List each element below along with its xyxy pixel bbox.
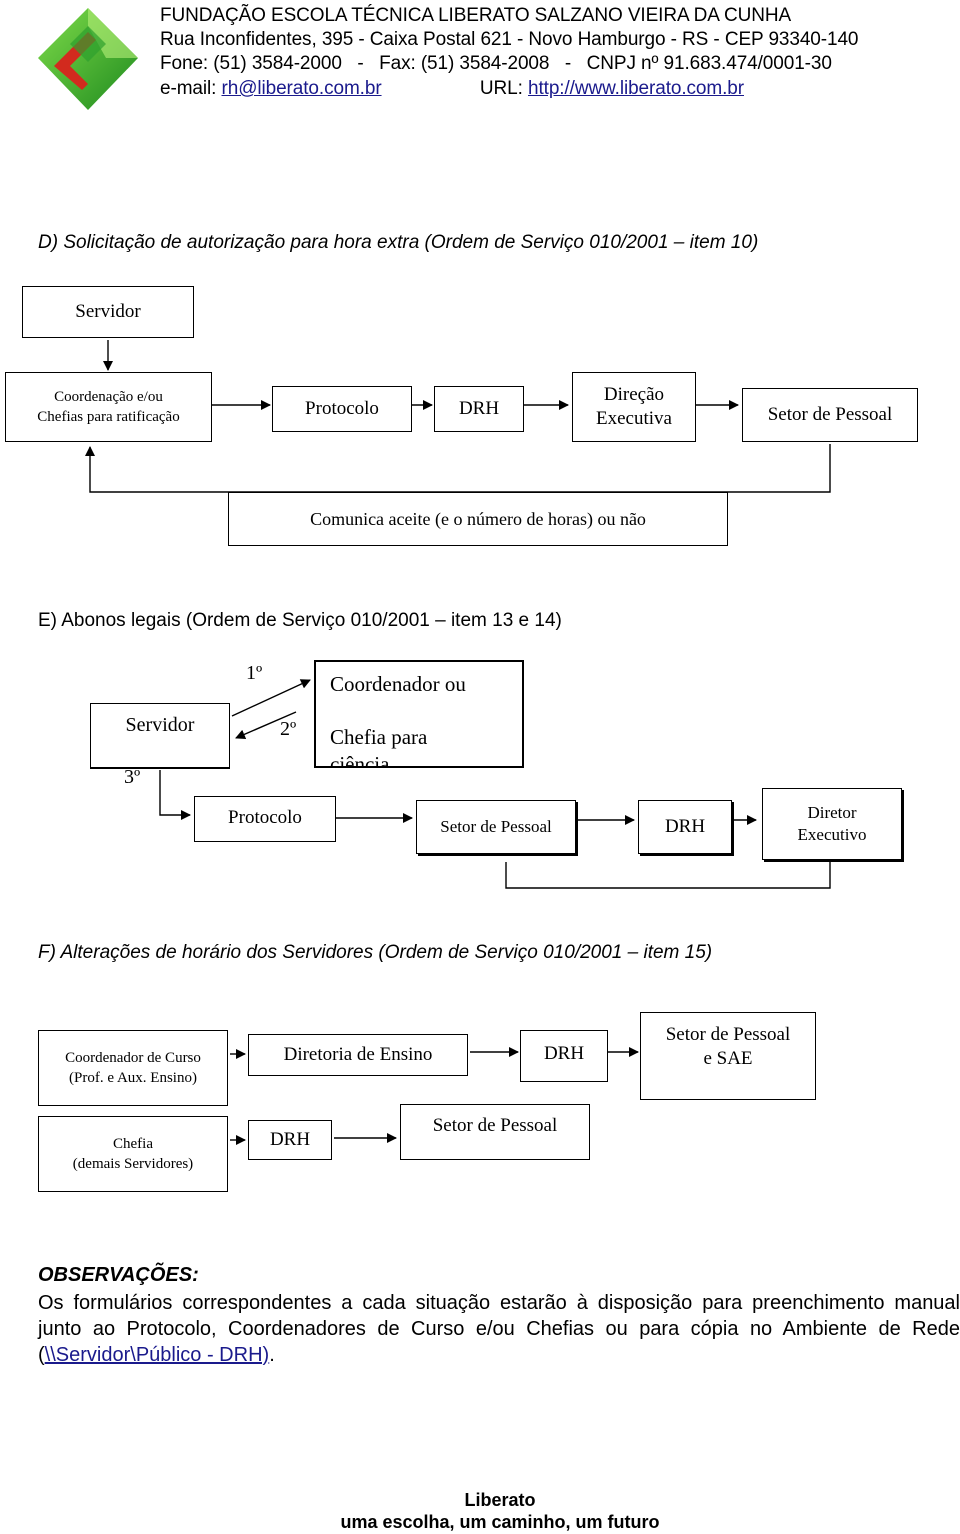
feedback-loop-e (505, 862, 831, 889)
box-d-servidor: Servidor (22, 286, 194, 338)
step-3-label: 3º (124, 766, 141, 788)
step-1-label: 1º (246, 662, 263, 684)
liberato-logo (38, 8, 138, 110)
email-link[interactable]: rh@liberato.com.br (221, 78, 382, 99)
box-e-setor-pessoal: Setor de Pessoal (416, 800, 576, 854)
box-f-coordenador-curso: Coordenador de Curso (Prof. e Aux. Ensin… (38, 1030, 228, 1106)
org-contact: e-mail: rh@liberato.com.br URL: http://w… (160, 77, 744, 101)
box-f-drh-1: DRH (520, 1030, 608, 1082)
email-label: e-mail: (160, 78, 222, 99)
feedback-loop-d (85, 444, 831, 493)
box-e-coordenador: Coordenador ou Chefia para ciência (314, 660, 524, 768)
box-d-protocolo: Protocolo (272, 386, 412, 432)
footer-slogan: uma escolha, um caminho, um futuro (340, 1512, 660, 1532)
box-f-setor-sae: Setor de Pessoal e SAE (640, 1012, 816, 1100)
section-d-title: D) Solicitação de autorização para hora … (38, 232, 759, 253)
box-f-drh-2: DRH (248, 1120, 332, 1160)
box-d-direcao: Direção Executiva (572, 372, 696, 442)
box-e-diretor: Diretor Executivo (762, 788, 902, 860)
box-e-protocolo: Protocolo (194, 796, 336, 842)
network-path-link[interactable]: \\Servidor\Público - DRH) (44, 1344, 270, 1366)
box-d-comunica: Comunica aceite (e o número de horas) ou… (228, 492, 728, 546)
box-f-diretoria-ensino: Diretoria de Ensino (248, 1034, 468, 1076)
arrow-3-servidor-protocolo (159, 770, 191, 820)
footer-brand: Liberato (464, 1490, 536, 1510)
step-2-label: 2º (280, 718, 297, 740)
url-label: URL: (479, 78, 528, 99)
section-f-title: F) Alterações de horário dos Servidores … (38, 942, 713, 963)
section-e-title: E) Abonos legais (Ordem de Serviço 010/2… (38, 610, 562, 631)
observacoes-body: Os formulários correspondentes a cada si… (38, 1290, 960, 1368)
url-link[interactable]: http://www.liberato.com.br (528, 78, 744, 99)
box-f-chefia: Chefia (demais Servidores) (38, 1116, 228, 1192)
arrow-1-servidor-coordenador (231, 679, 311, 717)
box-e-servidor: Servidor (90, 703, 230, 769)
box-d-coordenacao: Coordenação e/ou Chefias para ratificaçã… (5, 372, 212, 442)
coordenador-text-line2: Chefia para (330, 725, 428, 749)
box-f-setor-pessoal: Setor de Pessoal (400, 1104, 590, 1160)
coordenador-text-line3: ciência (330, 752, 390, 768)
observacoes-end: . (269, 1344, 275, 1366)
box-d-setor-pessoal: Setor de Pessoal (742, 388, 918, 442)
box-e-drh: DRH (638, 800, 732, 854)
org-address: Rua Inconfidentes, 395 - Caixa Postal 62… (160, 29, 859, 50)
box-d-drh: DRH (434, 386, 524, 432)
org-name: FUNDAÇÃO ESCOLA TÉCNICA LIBERATO SALZANO… (160, 5, 792, 26)
observacoes-text: Os formulários correspondentes a cada si… (38, 1292, 960, 1366)
org-phones: Fone: (51) 3584-2000 - Fax: (51) 3584-20… (160, 53, 832, 74)
coordenador-text-line1: Coordenador ou (330, 672, 466, 696)
observacoes-title: OBSERVAÇÕES: (38, 1264, 199, 1286)
